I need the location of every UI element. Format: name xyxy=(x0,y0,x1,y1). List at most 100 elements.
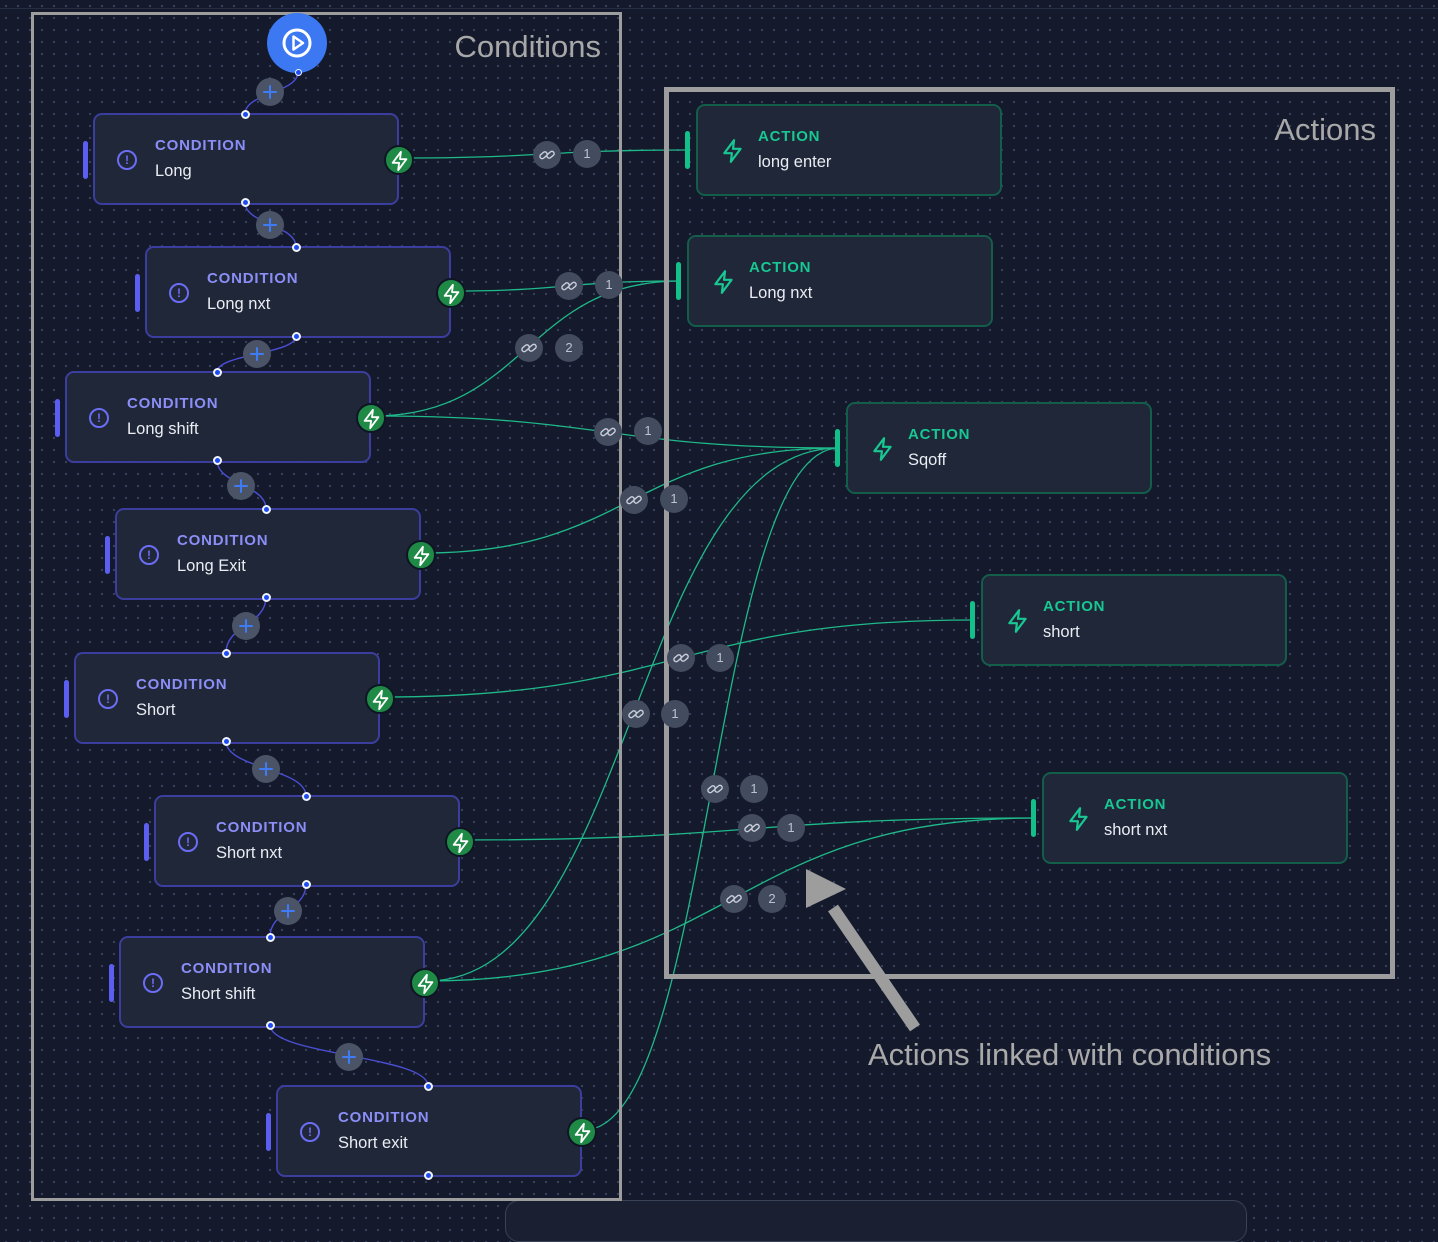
bolt-icon xyxy=(417,973,434,995)
link-icon xyxy=(726,894,742,904)
action-handle[interactable] xyxy=(676,262,681,300)
sequence-port[interactable] xyxy=(423,1081,433,1091)
link-button[interactable] xyxy=(620,486,648,514)
condition-handle[interactable] xyxy=(55,399,60,437)
add-node-button[interactable] xyxy=(252,755,280,783)
condition-type-label: CONDITION xyxy=(216,819,308,836)
action-handle[interactable] xyxy=(835,429,840,467)
link-button[interactable] xyxy=(515,334,543,362)
link-icon xyxy=(673,653,689,663)
sequence-port[interactable] xyxy=(301,879,311,889)
output-port[interactable] xyxy=(384,145,414,175)
sequence-port[interactable] xyxy=(221,648,231,658)
output-port[interactable] xyxy=(567,1117,597,1147)
link-button[interactable] xyxy=(667,644,695,672)
condition-handle[interactable] xyxy=(105,536,110,574)
link-icon xyxy=(561,281,577,291)
alert-circle-icon: ! xyxy=(143,973,163,993)
link-icon xyxy=(600,427,616,437)
sequence-port[interactable] xyxy=(291,242,301,252)
condition-name: Short exit xyxy=(338,1134,408,1152)
action-name: short xyxy=(1043,623,1080,641)
link-button[interactable] xyxy=(533,141,561,169)
action-handle[interactable] xyxy=(1031,799,1036,837)
output-port[interactable] xyxy=(356,403,386,433)
output-port[interactable] xyxy=(406,540,436,570)
output-port[interactable] xyxy=(436,278,466,308)
sequence-port[interactable] xyxy=(261,592,271,602)
alert-circle-icon: ! xyxy=(178,832,198,852)
bolt-icon xyxy=(873,437,892,461)
bolt-icon xyxy=(452,832,469,854)
actions-region: Actions xyxy=(664,87,1395,979)
link-button[interactable] xyxy=(594,418,622,446)
condition-node[interactable]: ! CONDITION Short nxt xyxy=(144,795,475,887)
condition-handle[interactable] xyxy=(144,823,149,861)
link-button[interactable] xyxy=(701,775,729,803)
condition-handle[interactable] xyxy=(266,1113,271,1151)
sequence-port[interactable] xyxy=(240,109,250,119)
add-node-button[interactable] xyxy=(274,897,302,925)
sequence-port[interactable] xyxy=(212,367,222,377)
add-node-button[interactable] xyxy=(256,78,284,106)
bolt-icon xyxy=(1069,807,1088,831)
link-count-badge: 1 xyxy=(777,814,805,842)
sequence-port[interactable] xyxy=(265,932,275,942)
sequence-port[interactable] xyxy=(423,1170,433,1180)
sequence-port[interactable] xyxy=(265,1020,275,1030)
start-node[interactable] xyxy=(267,13,327,73)
action-handle[interactable] xyxy=(685,131,690,169)
link-button[interactable] xyxy=(738,814,766,842)
output-port[interactable] xyxy=(410,968,440,998)
condition-type-label: CONDITION xyxy=(136,676,228,693)
sequence-port[interactable] xyxy=(221,736,231,746)
bolt-icon xyxy=(723,139,742,163)
sequence-port[interactable] xyxy=(294,68,302,76)
action-handle[interactable] xyxy=(970,601,975,639)
sequence-port[interactable] xyxy=(301,791,311,801)
sequence-port[interactable] xyxy=(212,455,222,465)
condition-name: Short nxt xyxy=(216,844,283,862)
plus-icon xyxy=(281,904,295,918)
add-node-button[interactable] xyxy=(256,211,284,239)
add-node-button[interactable] xyxy=(227,472,255,500)
add-node-button[interactable] xyxy=(335,1043,363,1071)
alert-circle-icon: ! xyxy=(139,545,159,565)
link-icon xyxy=(707,784,723,794)
sequence-port[interactable] xyxy=(291,331,301,341)
link-count-badge: 1 xyxy=(740,775,768,803)
add-node-button[interactable] xyxy=(232,612,260,640)
condition-handle[interactable] xyxy=(83,141,88,179)
link-button[interactable] xyxy=(720,885,748,913)
sequence-port[interactable] xyxy=(261,504,271,514)
link-icon xyxy=(628,709,644,719)
top-divider xyxy=(0,8,1438,9)
condition-handle[interactable] xyxy=(64,680,69,718)
link-button[interactable] xyxy=(622,700,650,728)
condition-handle[interactable] xyxy=(135,274,140,312)
sequence-port[interactable] xyxy=(240,197,250,207)
conditions-region-title: Conditions xyxy=(454,29,601,64)
alert-circle-icon: ! xyxy=(117,150,137,170)
add-node-button[interactable] xyxy=(243,340,271,368)
link-button[interactable] xyxy=(555,272,583,300)
link-count-badge: 1 xyxy=(595,271,623,299)
link-count-badge: 2 xyxy=(555,334,583,362)
output-port[interactable] xyxy=(445,827,475,857)
bolt-icon xyxy=(714,270,733,294)
output-port[interactable] xyxy=(365,684,395,714)
condition-type-label: CONDITION xyxy=(127,395,219,412)
condition-handle[interactable] xyxy=(109,964,114,1002)
